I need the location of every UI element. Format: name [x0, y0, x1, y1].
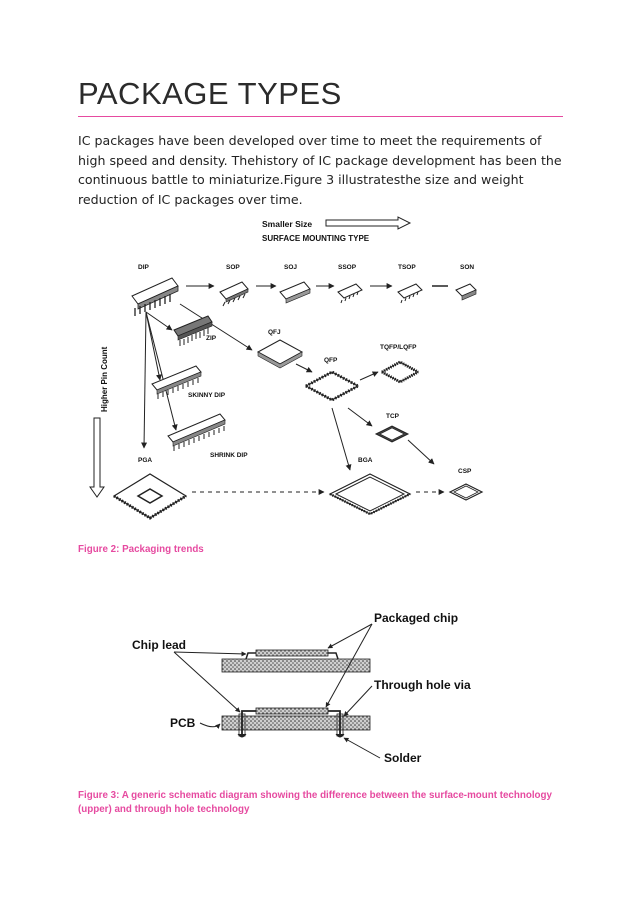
shrink-dip-chip: [167, 413, 226, 451]
skinny-dip-chip: [151, 365, 202, 399]
label-solder: Solder: [384, 751, 422, 765]
packaging-trends-figure: Smaller Size SURFACE MOUNTING TYPE DIP S…: [89, 216, 484, 520]
label-zip: ZIP: [206, 335, 217, 342]
label-pcb: PCB: [170, 716, 196, 730]
page-title: PACKAGE TYPES: [78, 76, 342, 111]
label-sop: SOP: [226, 264, 240, 271]
qfj-chip: [256, 339, 304, 369]
tsop-chip: [397, 283, 423, 304]
sop-chip: [219, 281, 249, 307]
label-qfj: QFJ: [268, 329, 281, 336]
label-son: SON: [460, 264, 474, 271]
smt-vs-through-hole-figure: Packaged chip Chip lead Through hole via…: [132, 611, 471, 765]
smaller-size-arrow: [325, 216, 412, 230]
label-tcp: TCP: [386, 413, 400, 420]
smaller-size-label: Smaller Size: [262, 219, 312, 229]
figure3-caption: Figure 3: A generic schematic diagram sh…: [78, 790, 552, 815]
qfp-chip: [304, 370, 360, 402]
label-csp: CSP: [458, 468, 472, 475]
through-hole-board: [221, 707, 371, 738]
label-skinny-dip: SKINNY DIP: [188, 392, 226, 399]
tqfp-chip: [380, 360, 420, 384]
figure2-caption: Figure 2: Packaging trends: [78, 544, 204, 555]
label-ssop: SSOP: [338, 264, 357, 271]
csp-chip: [448, 483, 484, 501]
label-qfp: QFP: [324, 357, 338, 364]
pga-chip: [112, 473, 188, 520]
label-packaged-chip: Packaged chip: [374, 611, 458, 625]
label-pga: PGA: [138, 457, 152, 464]
intro-paragraph: IC packages have been developed over tim…: [78, 133, 562, 207]
smt-board: [221, 649, 371, 673]
dip-chip: [131, 277, 179, 316]
label-dip: DIP: [138, 264, 150, 271]
higher-pin-count-arrow: [89, 417, 105, 498]
label-tsop: TSOP: [398, 264, 416, 271]
higher-pin-count-label: Higher Pin Count: [100, 346, 109, 412]
label-tqfp: TQFP/LQFP: [380, 344, 417, 351]
label-chip-lead: Chip lead: [132, 638, 186, 652]
label-shrink-dip: SHRINK DIP: [210, 452, 248, 459]
ssop-chip: [337, 283, 363, 304]
bga-chip: [328, 473, 412, 516]
title-rule: [78, 116, 563, 117]
tcp-chip: [374, 425, 410, 443]
label-bga: BGA: [358, 457, 373, 464]
label-soj: SOJ: [284, 264, 297, 271]
label-through-hole-via: Through hole via: [374, 678, 471, 692]
son-chip: [455, 283, 477, 301]
zip-chip: [173, 315, 213, 346]
surface-mounting-label: SURFACE MOUNTING TYPE: [262, 234, 370, 243]
soj-chip: [279, 281, 311, 304]
